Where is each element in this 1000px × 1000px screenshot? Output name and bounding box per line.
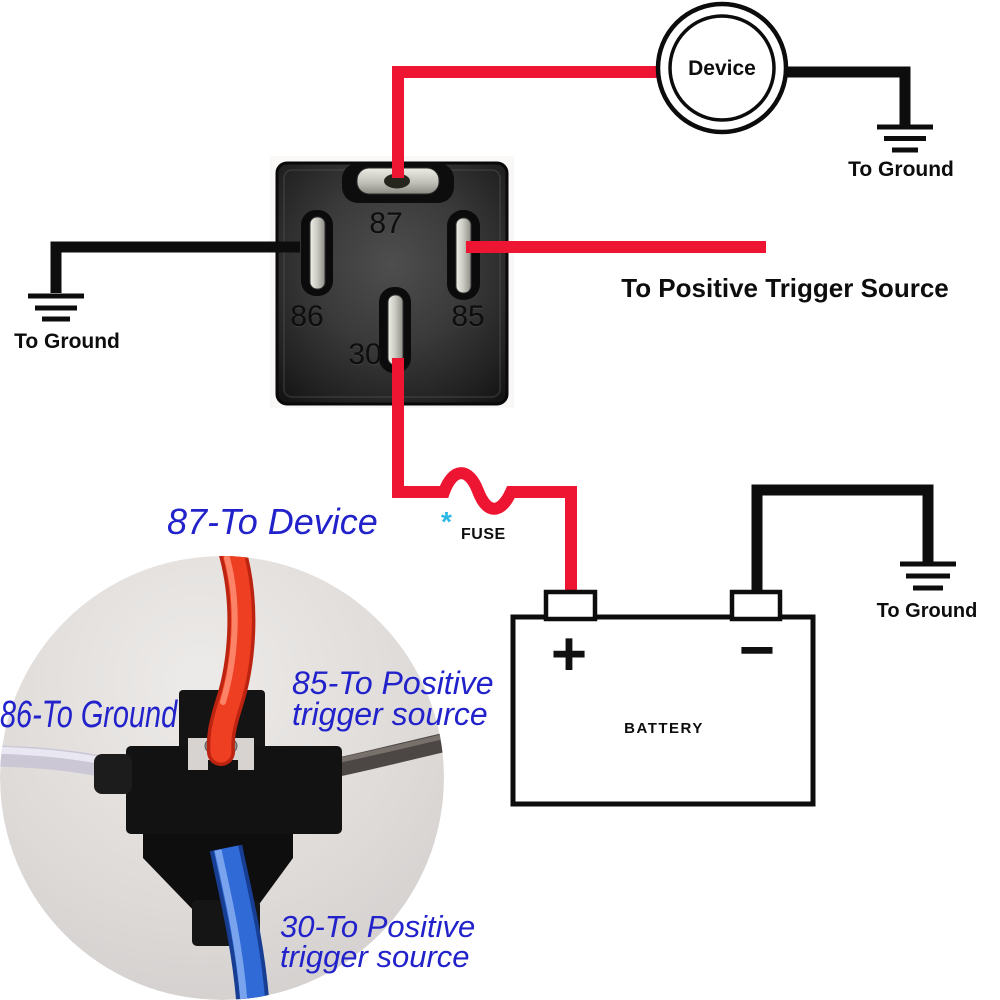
wire-black-battery-to-ground	[751, 484, 934, 596]
relay-socket-photo	[0, 556, 444, 1000]
ground-symbol-left	[28, 293, 84, 322]
relay-pin-86-label: 86	[290, 300, 324, 333]
wire-blue-30	[209, 844, 270, 1000]
wire-red-30-fuse-to-battery	[392, 358, 577, 596]
photo-label-30-line2: trigger source	[280, 939, 470, 974]
relay-photo	[270, 156, 514, 408]
wire-red-87	[206, 556, 256, 766]
ground-symbol-bottom-right	[900, 561, 956, 591]
to-ground-label-left: To Ground	[14, 330, 120, 353]
wire-black-86-to-ground	[50, 241, 300, 293]
ground-symbol-top-right	[877, 124, 933, 153]
device-label: Device	[688, 57, 756, 80]
battery-label: BATTERY	[624, 720, 704, 737]
photo-label-87: 87-To Device	[167, 501, 378, 542]
photo-label-85: 85-To Positive trigger source	[292, 665, 494, 732]
to-ground-label-top-right: To Ground	[848, 158, 954, 181]
photo-label-85-line1: 85-To Positive	[292, 665, 494, 701]
device-symbol	[655, 1, 789, 135]
relay-pin-30-label: 30	[348, 338, 382, 371]
wire-black-device-to-ground	[784, 66, 911, 126]
trigger-source-label: To Positive Trigger Source	[621, 273, 949, 303]
photo-label-30: 30-To Positive trigger source	[280, 909, 476, 974]
fuse-asterisk-icon: *	[441, 506, 452, 537]
photo-label-86: 86-To Ground	[0, 694, 178, 736]
photo-label-85-line2: trigger source	[292, 696, 488, 732]
photo-label-30-line1: 30-To Positive	[280, 909, 476, 944]
battery-negative-sign: −	[738, 616, 776, 685]
fuse-label: FUSE	[461, 526, 506, 543]
battery-symbol	[510, 589, 816, 807]
to-ground-label-bottom-right: To Ground	[876, 600, 978, 622]
wire-red-87-to-device	[392, 66, 660, 178]
relay-pin-87-label: 87	[369, 207, 403, 240]
relay-pin-85-label: 85	[451, 300, 485, 333]
battery-positive-sign: +	[550, 620, 588, 689]
